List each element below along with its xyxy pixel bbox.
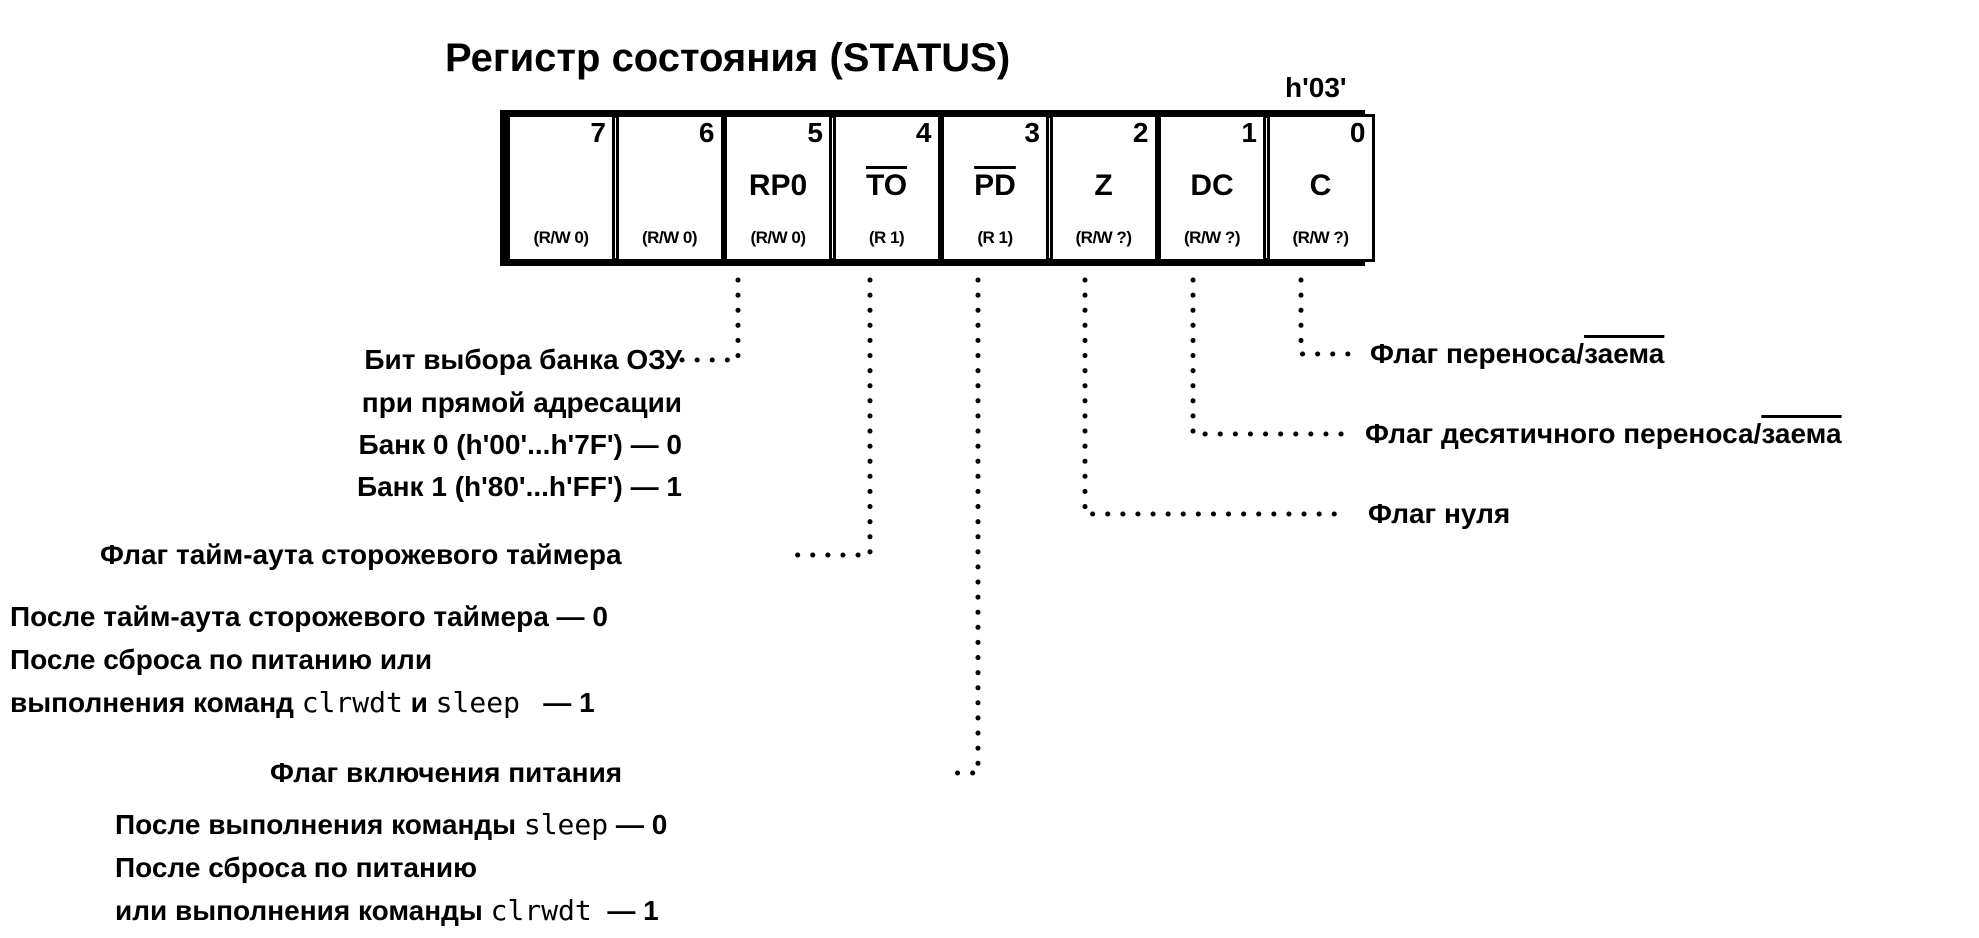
rp0-desc-line1: Бит выбора банка ОЗУ (364, 344, 682, 375)
bit-access: (R 1) (977, 228, 1013, 247)
pd-desc-line1: После выполнения команды sleep — 0 (115, 808, 668, 841)
bit-number: 2 (1132, 117, 1149, 148)
leader-dc (1190, 277, 1345, 437)
bit-cell-7: 7 (R/W 0) (507, 114, 615, 262)
bit-access: (R/W ?) (1292, 228, 1349, 247)
bit-number: 3 (1024, 117, 1040, 148)
cmd-clrwdt: clrwdt (301, 686, 403, 719)
to-desc-line1: После тайм-аута сторожевого таймера — 0 (10, 601, 608, 632)
rp0-desc-line4: Банк 1 (h'80'...h'FF') — 1 (356, 471, 682, 502)
bit-name: RP0 (748, 169, 808, 202)
bit-number: 6 (698, 117, 715, 148)
leader-rp0 (677, 277, 741, 363)
leader-c (1298, 277, 1360, 357)
leader-z (1082, 277, 1345, 517)
pd-desc-title: Флаг включения питания (270, 757, 623, 788)
leader-to (782, 277, 873, 558)
bit-access: (R 1) (868, 228, 905, 247)
bit-number: 7 (590, 117, 606, 148)
register-address: h'03' (1285, 72, 1347, 103)
to-desc-line2: После сброса по питанию или (10, 644, 433, 675)
rp0-desc-line3: Банк 0 (h'00'...h'7F') — 0 (358, 429, 682, 460)
c-flag-desc: Флаг переноса/заема (1370, 338, 1665, 369)
bit-access: (R/W 0) (533, 228, 589, 247)
cmd-clrwdt: clrwdt (490, 894, 592, 927)
bit-name: TO (865, 169, 908, 202)
bit-access: (R/W 0) (750, 228, 806, 247)
bit-name: Z (1094, 169, 1113, 202)
cmd-sleep: sleep (435, 686, 520, 719)
z-flag-desc: Флаг нуля (1368, 498, 1511, 529)
bit-number: 4 (915, 117, 932, 148)
bit-number: 0 (1349, 117, 1366, 148)
bit-name: DC (1190, 169, 1234, 202)
bit-name: PD (974, 169, 1016, 202)
pd-desc-line2: После сброса по питанию (115, 852, 478, 883)
diagram-title: Регистр состояния (STATUS) (445, 36, 1011, 80)
bit-cell-6: 6 (R/W 0) (615, 114, 724, 262)
bit-number: 5 (807, 117, 823, 148)
to-desc-title: Флаг тайм-аута сторожевого таймера (100, 539, 622, 570)
leader-pd (952, 277, 981, 776)
dc-flag-desc: Флаг десятичного переноса/заема (1365, 418, 1842, 449)
bit-access: (R/W 0) (641, 228, 698, 247)
rp0-desc-line2: при прямой адресации (361, 387, 682, 418)
pd-desc-line3: или выполнения команды clrwdt — 1 (115, 894, 659, 927)
to-desc-line3: выполнения команд clrwdt и sleep — 1 (10, 686, 595, 719)
bit-access: (R/W ?) (1075, 228, 1132, 247)
bit-number: 1 (1241, 117, 1257, 148)
bit-name: C (1309, 169, 1332, 202)
bit-access: (R/W ?) (1184, 228, 1240, 247)
cmd-sleep: sleep (523, 808, 609, 841)
